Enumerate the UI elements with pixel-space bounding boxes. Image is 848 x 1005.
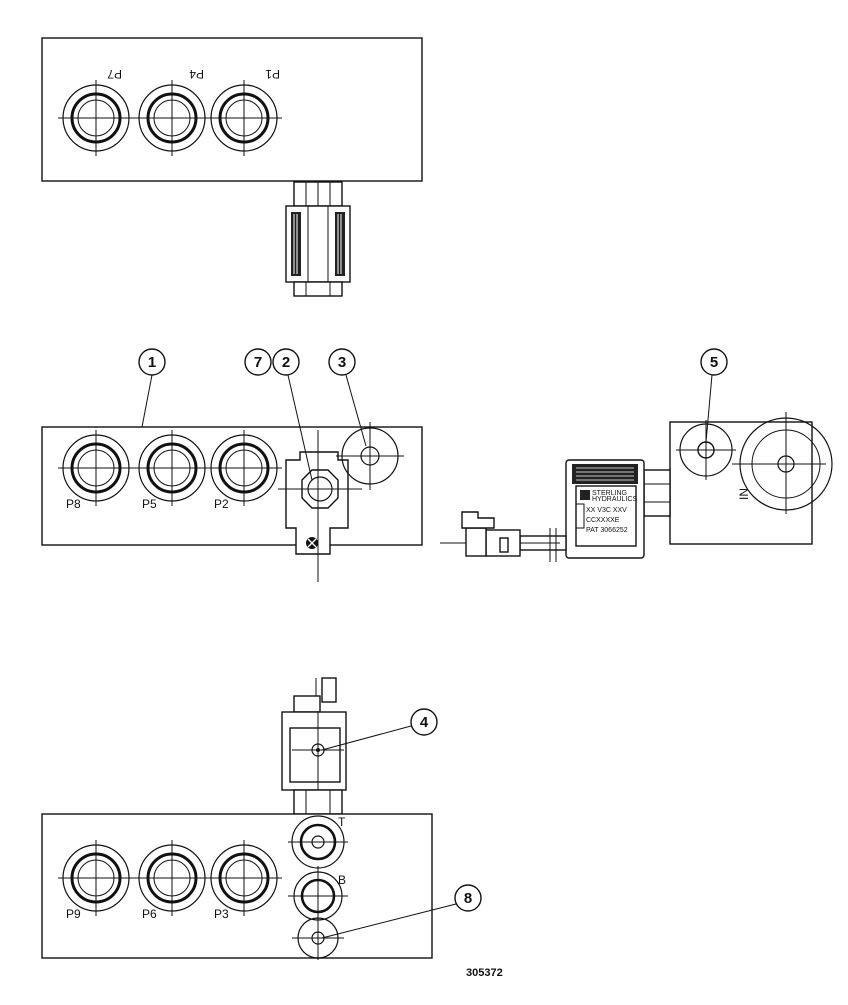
top-manifold-block: P7 P4 P1 <box>41 37 423 182</box>
drawing-number: 305372 <box>466 967 503 979</box>
bottom-solenoid-cartridge <box>281 677 347 815</box>
callout-2-label: 2 <box>282 354 290 371</box>
port-p3 <box>206 840 282 916</box>
label-p8: P8 <box>66 497 81 511</box>
solenoid-model: XX V3C XXV <box>586 507 627 514</box>
callout-5: 5 <box>700 348 728 443</box>
port-p4 <box>134 80 210 156</box>
port-p9 <box>58 840 134 916</box>
label-p1: P1 <box>265 67 280 81</box>
port-p7 <box>58 80 134 156</box>
label-t: T <box>338 815 346 829</box>
port-p8 <box>58 430 134 506</box>
callout-8: 8 <box>321 884 482 939</box>
callout-3-label: 4 <box>420 714 429 731</box>
solenoid-brand: STERLING <box>592 490 627 497</box>
callout-2: 2 <box>272 348 313 481</box>
callout-4-label: 3 <box>338 354 346 371</box>
label-p9: P9 <box>66 907 81 921</box>
port-in <box>732 412 833 514</box>
solenoid-brand-sub: HYDRAULICS <box>592 496 637 503</box>
callout-7: 7 <box>244 348 272 376</box>
solenoid-valve: STERLING HYDRAULICS XX V3C XXV CCXXXXE P… <box>440 459 671 562</box>
label-p4: P4 <box>189 67 204 81</box>
label-p5: P5 <box>142 497 157 511</box>
port-p5 <box>134 430 210 506</box>
label-b: B <box>338 873 346 887</box>
relief-valve-body <box>278 430 362 582</box>
port-5 <box>676 420 736 480</box>
label-p3: P3 <box>214 907 229 921</box>
inlet-valve-block: IN <box>669 412 833 545</box>
solenoid-patent: PAT 3066252 <box>586 527 628 534</box>
callout-3: 4 <box>321 708 438 751</box>
callout-7-label: 7 <box>254 354 262 371</box>
callout-1-label: 1 <box>148 354 156 371</box>
port-p1 <box>206 80 282 156</box>
callout-8-label: 8 <box>464 890 472 907</box>
label-in: IN <box>737 488 751 500</box>
label-p7: P7 <box>107 67 122 81</box>
gauge-port <box>336 422 404 490</box>
port-t <box>288 815 348 869</box>
callout-4: 3 <box>328 348 367 447</box>
label-p2: P2 <box>214 497 229 511</box>
port-p6 <box>134 840 210 916</box>
label-p6: P6 <box>142 907 157 921</box>
callout-5-label: 5 <box>710 354 718 371</box>
port-p2 <box>206 430 282 506</box>
middle-manifold-block: P8 P5 P2 <box>41 422 423 582</box>
top-inline-filter <box>285 181 351 297</box>
callout-1: 1 <box>138 348 166 428</box>
bottom-manifold-block: P9 P6 P3 T B <box>41 813 433 960</box>
solenoid-code: CCXXXXE <box>586 517 620 524</box>
